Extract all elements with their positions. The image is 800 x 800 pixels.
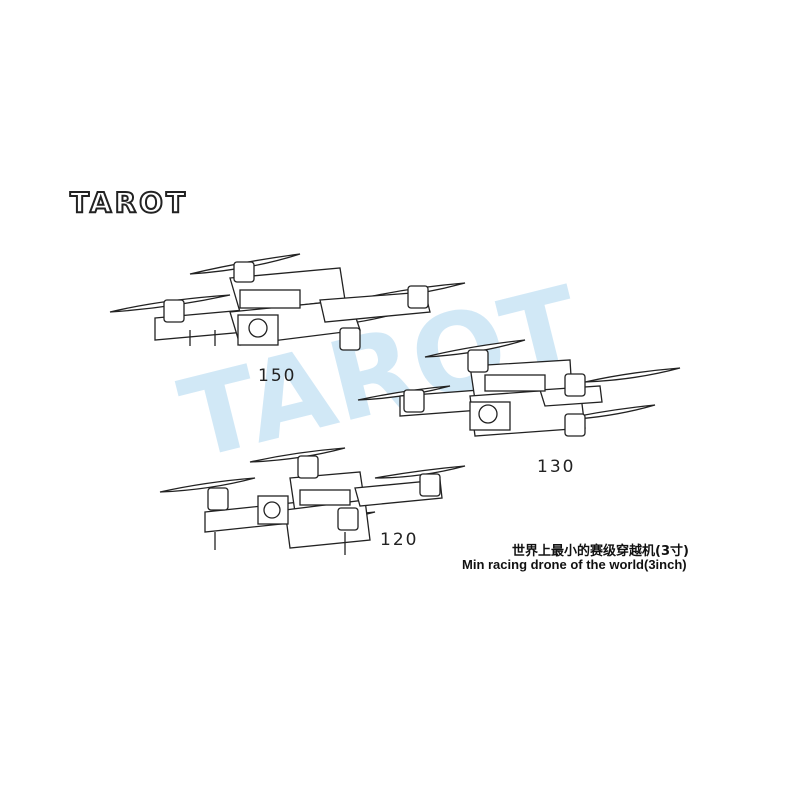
caption-chinese: 世界上最小的赛级穿越机(3寸) xyxy=(512,544,689,559)
tarot-logo: TAROT xyxy=(69,185,189,220)
drone-130-label: 130 xyxy=(537,457,576,477)
drone-120-label: 120 xyxy=(380,530,419,550)
drone-150-label: 150 xyxy=(258,366,297,386)
caption-english: Min racing drone of the world(3inch) xyxy=(462,557,687,572)
